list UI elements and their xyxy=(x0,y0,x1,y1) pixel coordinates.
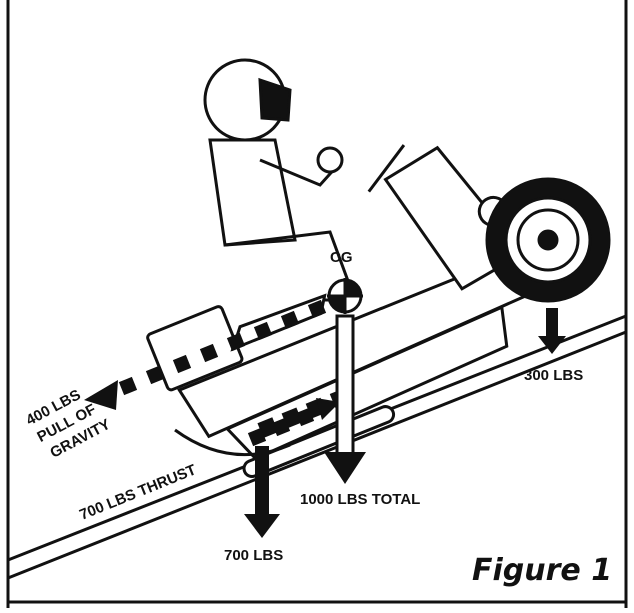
thrust-dashes xyxy=(247,398,340,447)
gravity-arrowhead xyxy=(84,380,118,410)
visor xyxy=(258,77,292,122)
rider xyxy=(203,58,358,302)
rear-trunk xyxy=(146,305,244,392)
front-load-arrow xyxy=(244,446,280,538)
cg-label: CG xyxy=(330,249,353,266)
handlebar xyxy=(367,144,406,193)
figure-title: Figure 1 xyxy=(472,553,612,588)
total-weight-label: 1000 LBS TOTAL xyxy=(300,491,420,508)
rear-load-arrow xyxy=(538,308,566,354)
rear-wheel xyxy=(174,428,291,457)
total-weight-arrow xyxy=(324,314,366,484)
front-wheel xyxy=(485,177,611,303)
thrust-arrowhead xyxy=(316,398,340,420)
torso xyxy=(208,138,297,247)
rear-weight-label: 300 LBS xyxy=(524,367,583,384)
diagram-frame xyxy=(6,0,628,608)
front-weight-label: 700 LBS xyxy=(224,547,283,564)
glove xyxy=(316,146,344,174)
gravity-dashes xyxy=(84,299,327,410)
exhaust-pipe xyxy=(242,405,396,479)
cg-marker xyxy=(327,278,363,314)
